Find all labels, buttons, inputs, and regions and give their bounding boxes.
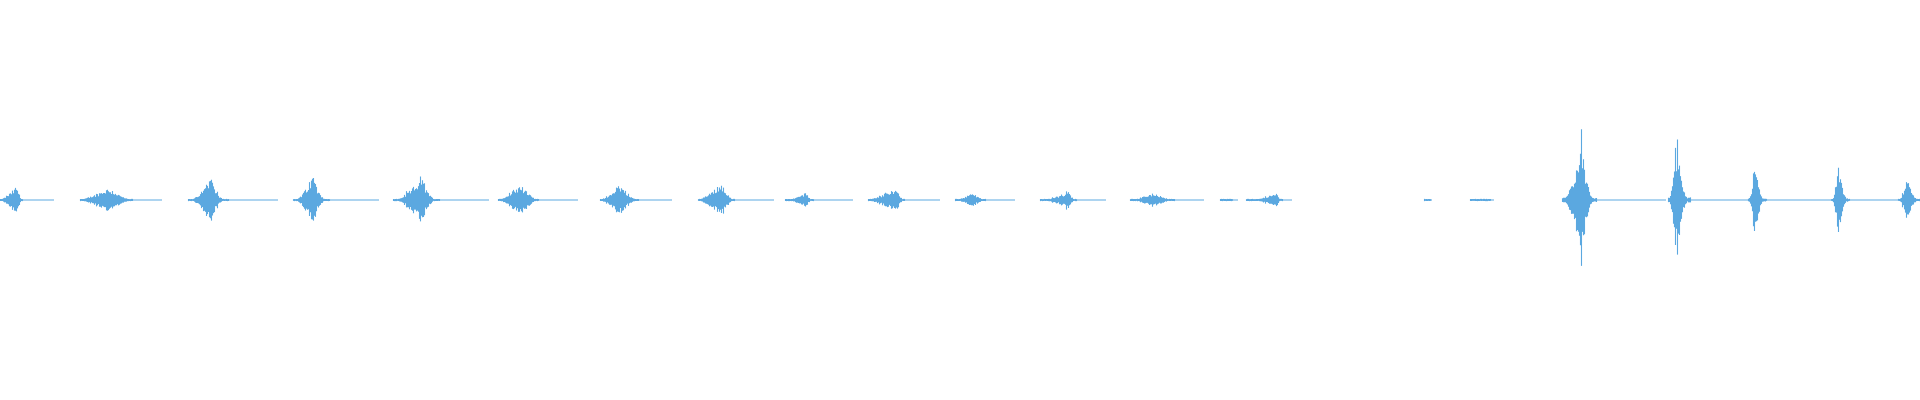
- waveform-clip: [1219, 198, 1238, 202]
- waveform-clip: [1469, 198, 1494, 202]
- waveform-clip: [392, 176, 489, 222]
- waveform-burst: [697, 185, 736, 214]
- waveform-clip: [79, 189, 162, 211]
- waveform-burst: [599, 186, 640, 213]
- waveform-clip: [1747, 171, 1836, 231]
- waveform-clip: [1245, 193, 1292, 207]
- waveform-clip: [1667, 139, 1764, 255]
- waveform-clip: [784, 193, 853, 207]
- waveform-burst: [954, 194, 987, 206]
- waveform-clip: [954, 194, 1015, 206]
- waveform-clip: [697, 185, 774, 214]
- waveform-burst: [784, 193, 815, 207]
- waveform-burst: [867, 190, 906, 209]
- waveform-clip: [1039, 191, 1106, 210]
- waveform-clip: [599, 186, 672, 213]
- waveform-clip: [1423, 198, 1432, 202]
- waveform-clip: [187, 179, 278, 221]
- waveform-burst: [1747, 171, 1768, 231]
- waveform-burst: [1469, 198, 1492, 202]
- waveform-burst: [497, 187, 540, 213]
- waveform-burst: [1423, 198, 1432, 202]
- waveform-clip: [1129, 193, 1204, 207]
- waveform-burst: [1667, 139, 1692, 255]
- waveform-burst: [79, 189, 134, 211]
- waveform-burst: [187, 179, 230, 221]
- waveform-burst: [1561, 129, 1598, 266]
- waveform-clip: [867, 190, 940, 209]
- waveform-burst: [292, 178, 331, 221]
- waveform-burst: [1039, 191, 1078, 210]
- waveform-burst: [1830, 167, 1851, 232]
- waveform-clip: [1897, 182, 1920, 218]
- waveform-clip: [292, 178, 379, 221]
- waveform-burst: [1245, 193, 1284, 207]
- waveform-burst: [1897, 182, 1920, 218]
- waveform-burst: [1129, 193, 1176, 207]
- waveform-clip: [1561, 129, 1666, 266]
- waveform-burst: [392, 176, 441, 222]
- waveform-clip: [0, 187, 54, 212]
- waveform-clips: [0, 129, 1920, 266]
- waveform-clip: [497, 187, 578, 213]
- waveform-burst: [0, 187, 24, 212]
- waveform-burst: [1219, 198, 1234, 202]
